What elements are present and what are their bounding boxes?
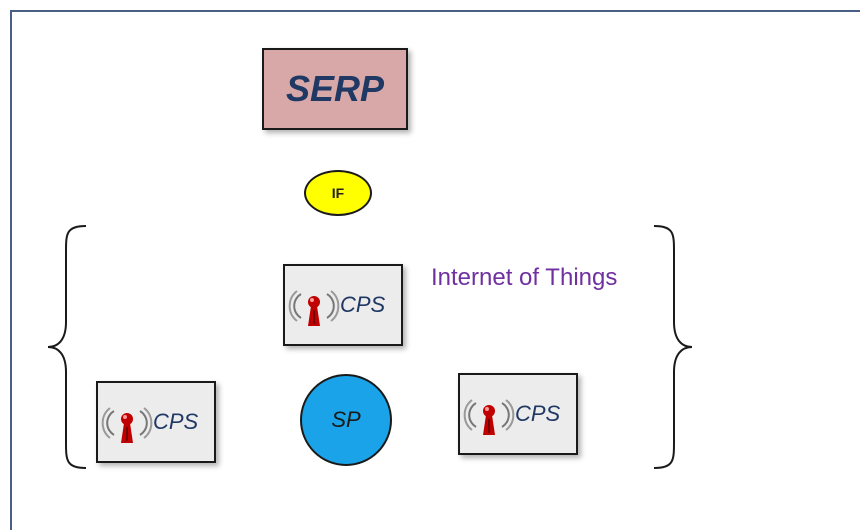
serp-box: SERP [262, 48, 408, 130]
wireless-tower-icon [101, 407, 153, 443]
wireless-tower-icon [463, 399, 515, 435]
cps-label: CPS [153, 409, 199, 434]
cps-label: CPS [340, 292, 386, 317]
right-brace [653, 225, 693, 469]
cps-node-left: CPS [96, 381, 216, 463]
serp-label: SERP [285, 68, 385, 109]
if-label: IF [331, 185, 345, 201]
if-node: IF [304, 170, 372, 216]
cps-label: CPS [515, 401, 561, 426]
internet-of-things-label: Internet of Things [431, 264, 618, 291]
sp-label: SP [331, 407, 361, 432]
diagram-frame [10, 10, 860, 530]
cps-node-right: CPS [458, 373, 578, 455]
wireless-tower-icon [288, 290, 340, 326]
left-brace [47, 225, 87, 469]
cps-node-top: CPS [283, 264, 403, 346]
sp-node: SP [300, 374, 392, 466]
